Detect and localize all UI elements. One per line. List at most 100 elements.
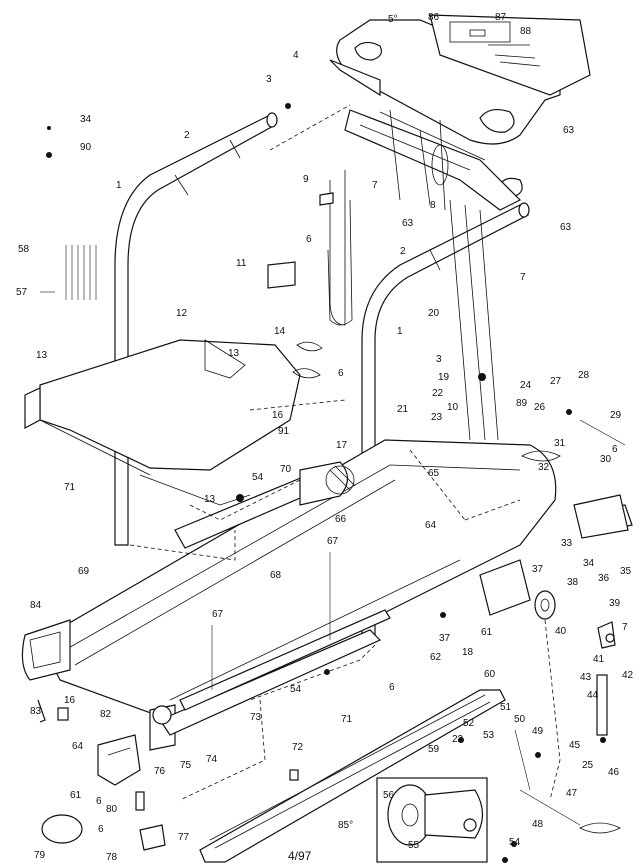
callout-31: 31 <box>554 438 566 449</box>
callout-51: 51 <box>500 702 512 713</box>
callout-44: 44 <box>587 690 599 701</box>
rear-roller <box>152 705 172 725</box>
frame-rails <box>329 170 499 441</box>
callout-30: 30 <box>600 454 612 465</box>
callout-57: 57 <box>16 287 28 298</box>
callout-75: 75 <box>180 760 192 771</box>
callout-12: 12 <box>176 308 188 319</box>
callout-10: 10 <box>447 402 459 413</box>
callout-68: 68 <box>270 570 282 581</box>
callout-45: 45 <box>569 740 581 751</box>
callout-2: 2 <box>184 130 190 141</box>
callout-67: 67 <box>212 609 224 620</box>
callout-73: 73 <box>250 712 262 723</box>
callout-17: 17 <box>336 440 348 451</box>
callout-6: 6 <box>338 368 344 379</box>
callout-2: 2 <box>400 246 406 257</box>
callout-58: 58 <box>18 244 30 255</box>
callout-78: 78 <box>106 852 118 863</box>
callout-54: 54 <box>252 472 264 483</box>
callout-16: 16 <box>64 695 76 706</box>
callout-49: 49 <box>532 726 544 737</box>
rear-endcap <box>21 619 71 681</box>
diagram-date: 4/97 <box>288 849 312 863</box>
callout-66: 66 <box>335 514 347 525</box>
treadmill-deck <box>21 439 633 751</box>
part-30 <box>521 450 561 462</box>
callout-71: 71 <box>341 714 353 725</box>
callout-9: 9 <box>303 174 309 185</box>
callout-24: 24 <box>520 380 532 391</box>
console-cover-left <box>329 59 381 97</box>
callout-38: 38 <box>567 577 579 588</box>
callout-7: 7 <box>372 180 378 191</box>
callout-25: 25 <box>582 760 594 771</box>
callout-26: 26 <box>534 402 546 413</box>
callout-6: 6 <box>98 824 104 835</box>
callout-4: 4 <box>293 50 299 61</box>
cup-holder <box>479 108 515 133</box>
callout-33: 33 <box>561 538 573 549</box>
callout-90: 90 <box>80 142 92 153</box>
callout-79: 79 <box>34 850 46 861</box>
callout-87: 87 <box>495 12 507 23</box>
callout-14: 14 <box>274 326 286 337</box>
callout-74: 74 <box>206 754 218 765</box>
callout-28: 28 <box>578 370 590 381</box>
callout-80: 80 <box>106 804 118 815</box>
part-11 <box>267 261 296 289</box>
callout-37: 37 <box>439 633 451 644</box>
callout-36: 36 <box>598 573 610 584</box>
callout-3: 3 <box>436 354 442 365</box>
small-parts <box>37 192 629 851</box>
callout-63: 63 <box>563 125 575 136</box>
callout-43: 43 <box>580 672 592 683</box>
callout-16: 16 <box>272 410 284 421</box>
callout-42: 42 <box>622 670 634 681</box>
callout-3: 3 <box>266 74 272 85</box>
callout-7: 7 <box>622 622 628 633</box>
console-assembly <box>329 14 591 211</box>
callout-47: 47 <box>566 788 578 799</box>
incline-motor <box>596 621 616 736</box>
callout-19: 19 <box>438 372 450 383</box>
callout-60: 60 <box>484 669 496 680</box>
part-14 <box>296 341 323 352</box>
callout-1: 1 <box>397 326 403 337</box>
callout-13: 13 <box>228 348 240 359</box>
callout-82: 82 <box>100 709 112 720</box>
callout-72: 72 <box>292 742 304 753</box>
callout-63: 63 <box>560 222 572 233</box>
motor-assembly <box>376 777 488 863</box>
callout-62: 62 <box>430 652 442 663</box>
callout-27: 27 <box>550 376 562 387</box>
callout-84: 84 <box>30 600 42 611</box>
part-79 <box>41 814 83 844</box>
callout-22: 22 <box>452 734 464 745</box>
callout-52: 52 <box>463 718 475 729</box>
callout-20: 20 <box>428 308 440 319</box>
console-handle-left <box>354 41 382 61</box>
callout-88: 88 <box>520 26 532 37</box>
callout-91: 91 <box>278 426 290 437</box>
callout-67: 67 <box>327 536 339 547</box>
callout-48: 48 <box>532 819 544 830</box>
callout-29: 29 <box>610 410 622 421</box>
callout-54: 54 <box>509 837 521 848</box>
callout-77: 77 <box>178 832 190 843</box>
callout-8: 8 <box>430 200 436 211</box>
callout-11: 11 <box>236 258 247 269</box>
callout-69: 69 <box>78 566 90 577</box>
callout-6: 6 <box>306 234 312 245</box>
part-77 <box>139 824 166 851</box>
callout-22: 22 <box>432 388 444 399</box>
callout-5: 5° <box>388 14 398 25</box>
callout-64: 64 <box>72 741 84 752</box>
callout-61: 61 <box>481 627 493 638</box>
callout-76: 76 <box>154 766 166 777</box>
callout-65: 65 <box>428 468 440 479</box>
callout-34: 34 <box>80 114 92 125</box>
callout-70: 70 <box>280 464 292 475</box>
